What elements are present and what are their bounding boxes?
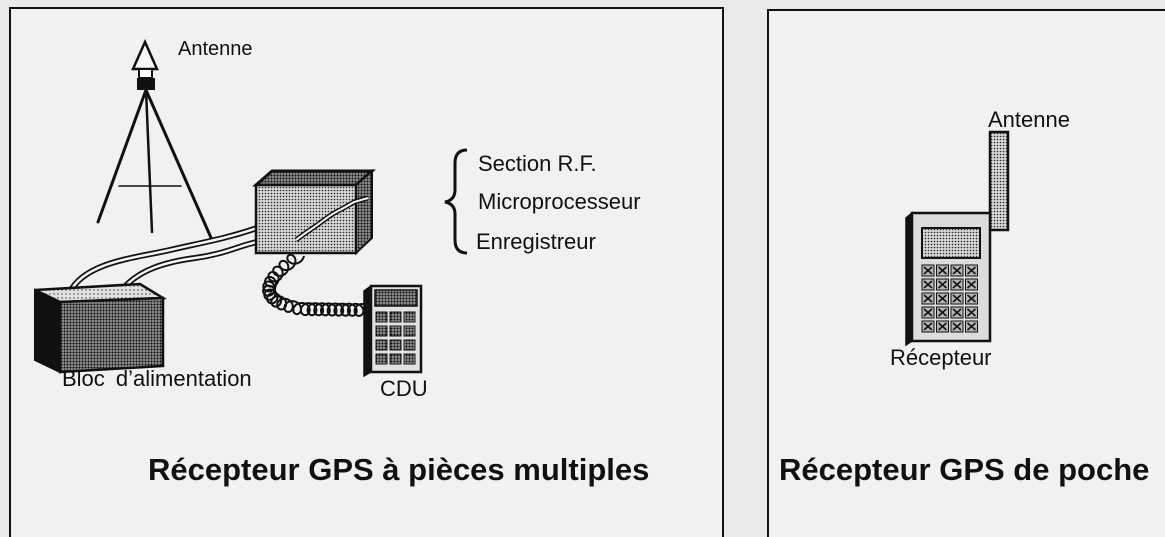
pocket-receiver-key (965, 292, 978, 305)
pocket-receiver-key (936, 306, 949, 319)
key-mark (923, 322, 933, 331)
cable-core (68, 226, 258, 293)
tripod-leg-left (96, 88, 148, 224)
cdu-key (375, 325, 388, 337)
cable-outline (119, 239, 258, 292)
cable-outline (67, 225, 258, 294)
cdu-key (403, 353, 416, 365)
power-block-front-face (58, 296, 165, 374)
cable-core (121, 240, 258, 291)
pocket-receiver-key (965, 320, 978, 333)
key-mark (937, 308, 948, 317)
cdu-key (403, 311, 416, 323)
cdu-device-icon (363, 284, 423, 378)
key-mark (937, 280, 948, 289)
cdu-key (389, 325, 402, 337)
antenna-head-icon (131, 38, 159, 71)
cdu-key (375, 353, 388, 365)
cdu-key (403, 325, 416, 337)
rf-unit-front-face (254, 183, 358, 255)
pocket-receiver-key (965, 278, 978, 291)
rf-unit-icon (252, 168, 376, 256)
rf-unit-cable-core (295, 197, 369, 241)
key-mark (966, 322, 977, 331)
key-mark (923, 280, 933, 289)
pocket-receiver-key (936, 278, 949, 291)
pocket-receiver-key (950, 320, 964, 333)
key-mark (952, 294, 962, 303)
pocket-receiver-key (921, 292, 935, 305)
cdu-key (389, 353, 402, 365)
power-cables (67, 225, 258, 294)
key-mark (923, 294, 933, 303)
cdu-key (375, 311, 388, 323)
cdu-key (389, 339, 402, 351)
pocket-receiver-key (921, 264, 935, 277)
key-mark (952, 280, 962, 289)
key-mark (923, 266, 933, 275)
antenna-label: Antenne (178, 38, 253, 60)
pocket-receiver-icon (905, 130, 1010, 347)
key-mark (966, 294, 977, 303)
microprocessor-label: Microprocesseur (478, 189, 641, 214)
pocket-receiver-key (965, 306, 978, 319)
pocket-receiver-key (950, 306, 964, 319)
power-block-label: Bloc d’alimentation (62, 366, 252, 391)
pocket-receiver-screen (921, 227, 981, 259)
key-mark (937, 322, 948, 331)
antenna-mount (138, 68, 153, 79)
key-mark (966, 308, 977, 317)
key-mark (966, 280, 977, 289)
multi-part-receiver-caption: Récepteur GPS à pièces multiples (148, 452, 650, 487)
brace-icon (444, 148, 468, 255)
multi-part-receiver-panel (9, 7, 724, 537)
rf-unit-side-face (355, 168, 373, 256)
recorder-label: Enregistreur (476, 229, 596, 254)
key-mark (937, 266, 948, 275)
key-mark (923, 308, 933, 317)
tripod-leg-right (144, 88, 214, 242)
rf-unit-top-face (252, 169, 376, 187)
coiled-cable-path (262, 253, 371, 317)
cdu-key (389, 311, 402, 323)
key-mark (937, 294, 948, 303)
pocket-receiver-key (950, 292, 964, 305)
pocket-receiver-key (965, 264, 978, 277)
tripod-leg-middle (144, 88, 154, 234)
cdu-screen (374, 289, 418, 307)
pocket-receiver-caption: Récepteur GPS de poche (779, 452, 1150, 487)
pocket-antenna-icon (988, 130, 1010, 232)
pocket-antenna-label: Antenne (988, 107, 1070, 132)
coiled-cable-icon (262, 253, 371, 317)
key-mark (966, 266, 977, 275)
key-mark (952, 266, 962, 275)
pocket-receiver-key (921, 306, 935, 319)
section-rf-label: Section R.F. (478, 151, 597, 176)
pocket-receiver-key (921, 320, 935, 333)
key-mark (952, 322, 962, 331)
antenna-base (137, 78, 155, 90)
pocket-receiver-key (950, 278, 964, 291)
pocket-receiver-key (936, 264, 949, 277)
key-mark (952, 308, 962, 317)
tripod-antenna-icon (96, 38, 214, 242)
pocket-receiver-key (921, 278, 935, 291)
cdu-key (375, 339, 388, 351)
pocket-receiver-key (936, 320, 949, 333)
receiver-label: Récepteur (890, 345, 992, 370)
pocket-receiver-key (936, 292, 949, 305)
power-block-side-face (34, 288, 61, 374)
cdu-key (403, 339, 416, 351)
power-block-icon (34, 282, 168, 374)
cdu-label: CDU (380, 376, 428, 401)
pocket-receiver-key (950, 264, 964, 277)
